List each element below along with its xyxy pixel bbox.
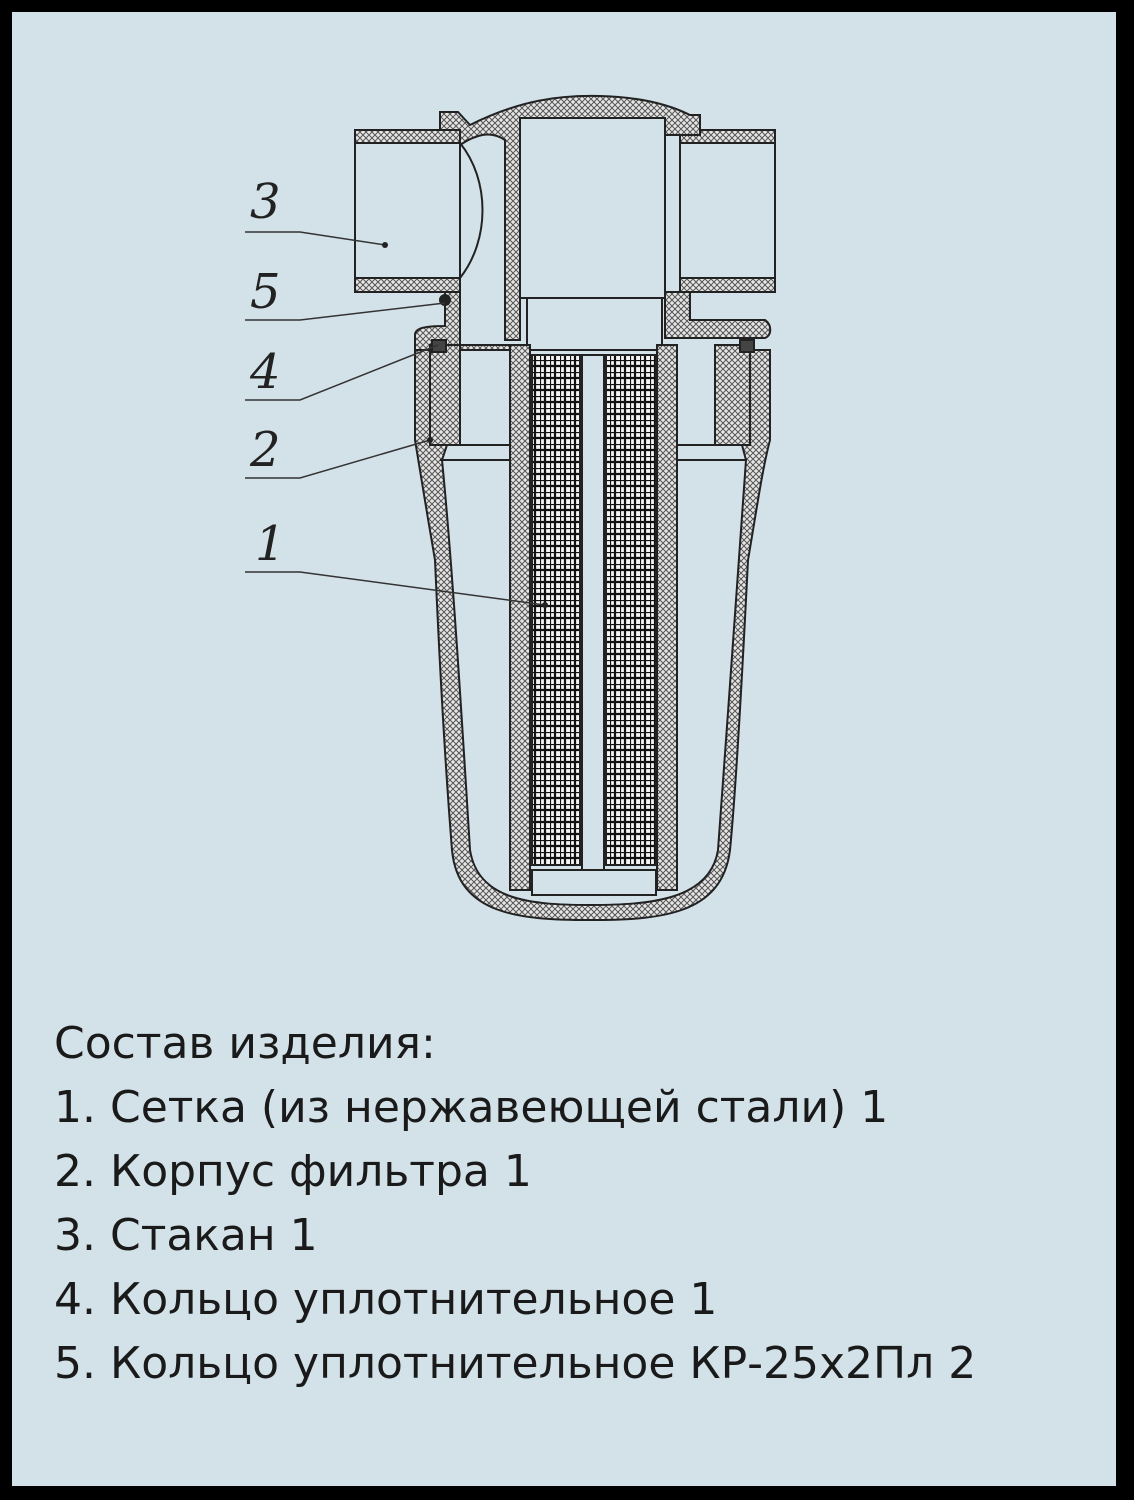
filter-element-frame-left	[509, 344, 531, 891]
filter-element-frame-right	[656, 344, 678, 891]
head-dome	[439, 94, 701, 341]
parts-list-title: Состав изделия:	[54, 1018, 436, 1069]
callout-2: 2	[249, 422, 281, 478]
parts-list-item: 5. Кольцо уплотнительное КР-25х2Пл 2	[54, 1338, 977, 1389]
filter-cross-section-drawing: 3 5 4 2 1	[245, 94, 776, 922]
filter-body-cup	[414, 349, 771, 922]
seal-ring-5	[439, 294, 451, 306]
callout-5: 5	[250, 264, 281, 320]
callout-4: 4	[249, 344, 281, 400]
mesh-right	[605, 354, 657, 866]
mesh-left	[531, 354, 581, 866]
parts-list-item: 3. Стакан 1	[54, 1210, 318, 1261]
parts-list-item: 4. Кольцо уплотнительное 1	[54, 1274, 718, 1325]
seal-ring-4	[431, 339, 447, 353]
parts-list-item: 2. Корпус фильтра 1	[54, 1146, 532, 1197]
callout-1: 1	[255, 516, 286, 572]
parts-list: Состав изделия: 1. Сетка (из нержавеющей…	[54, 1012, 976, 1396]
parts-list-item: 1. Сетка (из нержавеющей стали) 1	[54, 1082, 889, 1133]
head-collar	[414, 291, 516, 351]
callout-3: 3	[250, 174, 281, 230]
